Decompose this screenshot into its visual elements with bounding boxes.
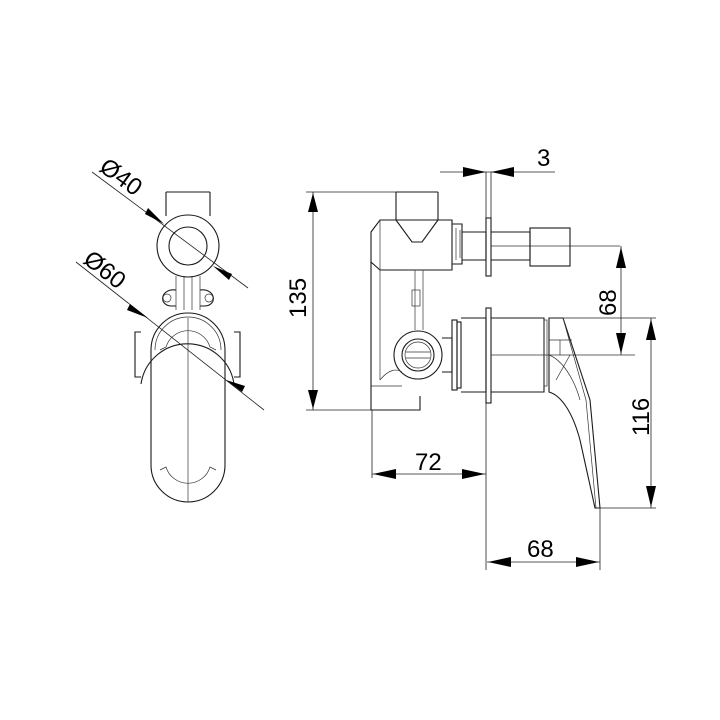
dimension-diameter-60: Ø60 [75, 245, 265, 411]
projection-68-label: 68 [527, 536, 554, 563]
dimension-plate-3: 3 [440, 145, 555, 218]
height-135-label: 135 [285, 278, 312, 318]
diameter-60-label: Ø60 [78, 245, 130, 294]
dimension-lever-116: 116 [563, 317, 656, 509]
dimension-offset-68: 68 [595, 246, 626, 355]
side-view [370, 191, 635, 509]
depth-72-label: 72 [415, 449, 442, 476]
dimension-height-135: 135 [285, 191, 396, 411]
lever-116-label: 116 [628, 398, 655, 436]
front-view [134, 191, 241, 503]
diameter-40-label: Ø40 [94, 153, 147, 202]
offset-68-label: 68 [595, 289, 622, 316]
dimension-projection-68: 68 [487, 508, 601, 570]
plate-thickness-label: 3 [537, 145, 550, 172]
dimension-depth-72: 72 [371, 403, 487, 570]
